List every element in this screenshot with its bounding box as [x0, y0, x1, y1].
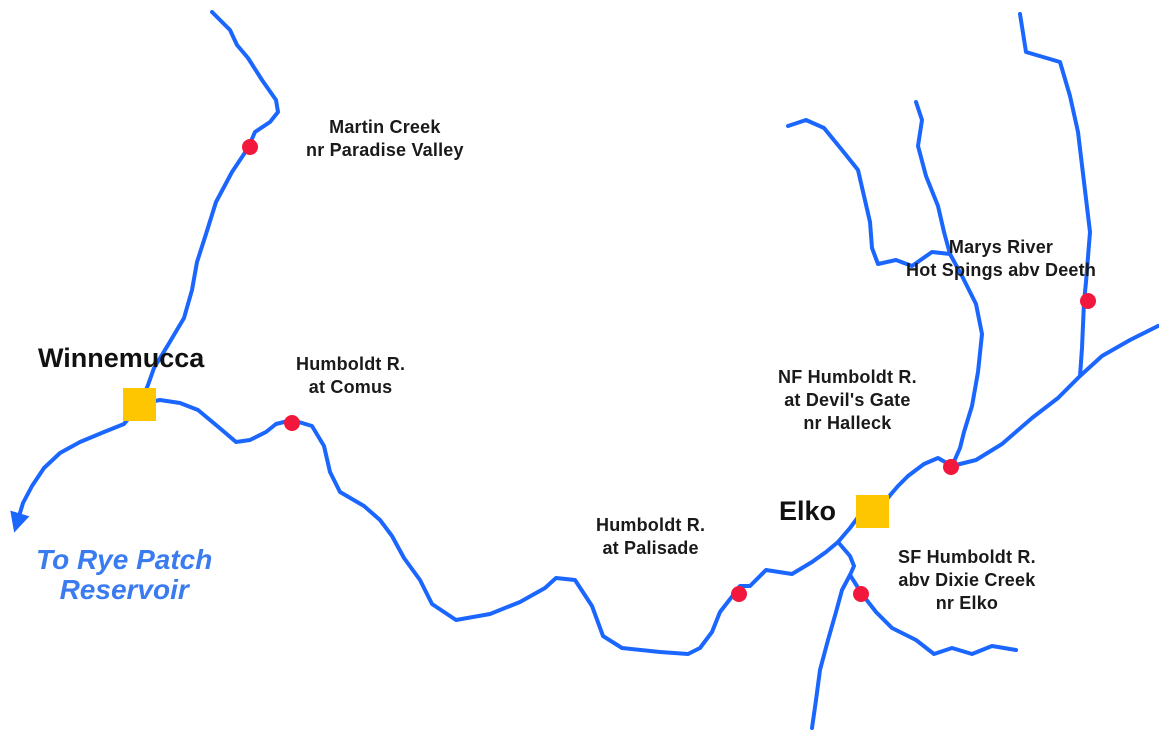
- humboldt-palisade-gauge[interactable]: [731, 586, 747, 602]
- elko-marker[interactable]: [856, 495, 889, 528]
- sf-humboldt-gauge[interactable]: [853, 586, 869, 602]
- sf-humboldt-label: SF Humboldt R. abv Dixie Creek nr Elko: [898, 547, 1036, 613]
- elko-label: Elko: [779, 496, 837, 526]
- winnemucca-label: Winnemucca: [38, 343, 205, 373]
- marys-river: [1018, 12, 1092, 378]
- marys-river-gauge[interactable]: [1080, 293, 1096, 309]
- sf-humboldt-river: [848, 573, 1018, 656]
- nf-humboldt-upper-river: [914, 100, 952, 256]
- humboldt-comus-label: Humboldt R. at Comus: [296, 354, 406, 397]
- humboldt-comus-gauge[interactable]: [284, 415, 300, 431]
- nf-humboldt-label: NF Humboldt R. at Devil's Gate nr Hallec…: [778, 367, 917, 433]
- nf-humboldt-river: [786, 118, 984, 468]
- humboldt-upper-river: [950, 324, 1159, 468]
- nf-humboldt-gauge[interactable]: [943, 459, 959, 475]
- martin-creek-river: [138, 10, 280, 406]
- martin-creek-gauge[interactable]: [242, 139, 258, 155]
- sf-humboldt-lower-river: [810, 540, 856, 730]
- humboldt-palisade-label: Humboldt R. at Palisade: [596, 515, 706, 558]
- winnemucca-marker[interactable]: [123, 388, 156, 421]
- rye-patch-destination-label: To Rye Patch Reservoir: [36, 544, 213, 605]
- marys-river-label: Marys River Hot Spings abv Deeth: [906, 237, 1097, 280]
- humboldt-downstream-river: [10, 402, 142, 533]
- martin-creek-label: Martin Creek nr Paradise Valley: [306, 117, 464, 160]
- humboldt-main-river: [138, 398, 954, 656]
